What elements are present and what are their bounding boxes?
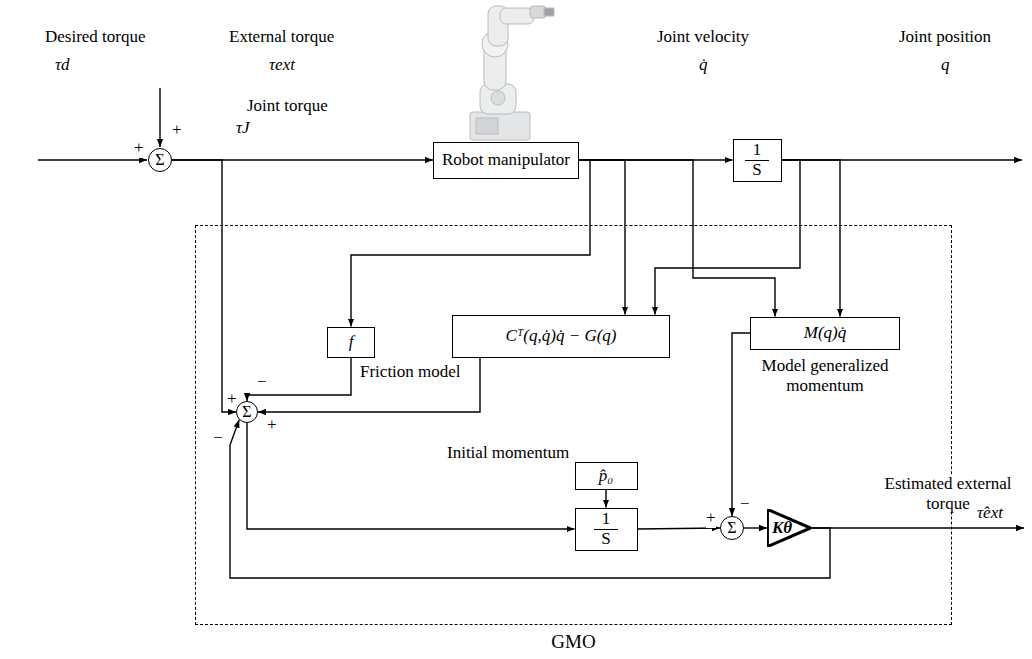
sign-label: − <box>213 428 223 448</box>
signal-connector <box>605 490 606 508</box>
signal-label: τext <box>269 55 295 75</box>
signal-label: τ̂ext <box>977 503 1003 523</box>
sign-label: + <box>172 120 182 140</box>
sign-label: + <box>706 508 716 528</box>
block-text: Robot manipulator <box>442 151 570 170</box>
signal-label: τd <box>55 55 70 75</box>
signal-connector <box>230 420 830 578</box>
signal-connector <box>732 333 750 516</box>
signal-connector <box>782 160 841 317</box>
momentum-block: M(q)q̇ <box>750 317 900 350</box>
signal-connector <box>247 423 575 529</box>
process-box: Robot manipulator <box>433 142 579 179</box>
signal-label: Desired torque <box>45 27 146 47</box>
block-text: Σ <box>727 519 736 537</box>
block-text: 1 <box>594 510 619 530</box>
signal-connector <box>638 528 721 529</box>
signal-label: q̇ <box>699 55 708 75</box>
sign-label: − <box>740 494 750 514</box>
observer-boundary: GMOfCᵀ(q,q̇)q̇ − G(q)M(q)q̇Σp̂₀1SΣKθ <box>195 225 952 625</box>
signal-label: Joint velocity <box>657 27 749 47</box>
block-text: S <box>744 161 769 180</box>
signal-connector <box>172 160 236 412</box>
signal-label: q <box>941 55 950 75</box>
block-text: 1 <box>745 141 770 161</box>
block-text: p̂₀ <box>599 467 613 486</box>
signal-label: Model generalized momentum <box>755 356 895 395</box>
summing-junction: Σ <box>720 516 744 540</box>
input-line <box>38 159 147 160</box>
block-text: Cᵀ(q,q̇)q̇ − G(q) <box>505 327 616 346</box>
signal-connector <box>258 358 480 413</box>
block-text: Σ <box>242 403 251 421</box>
integrator-block: 1S <box>733 139 782 182</box>
friction-block: f <box>327 327 375 358</box>
block-text: f <box>349 333 354 352</box>
block-text: Kθ <box>772 519 792 538</box>
gain-triangle: Kθ <box>767 509 811 547</box>
sign-label: − <box>257 372 267 392</box>
group-title: GMO <box>551 632 595 653</box>
signal-connector <box>579 160 775 317</box>
initial-value-block: p̂₀ <box>575 462 638 490</box>
signal-connector <box>579 160 625 315</box>
summing-junction: Σ <box>236 401 258 423</box>
block-text: S <box>593 530 618 549</box>
input-line <box>159 88 160 147</box>
signal-label: Initial momentum <box>447 443 569 463</box>
dynamics-block: Cᵀ(q,q̇)q̇ − G(q) <box>452 315 670 358</box>
signal-connector <box>655 160 800 315</box>
robot-illustration <box>440 0 570 142</box>
integrator-block: 1S <box>575 508 638 551</box>
signal-label: Joint position <box>899 27 991 47</box>
signal-connector <box>247 358 351 402</box>
signal-connector <box>744 527 767 528</box>
output-line <box>810 527 1024 528</box>
signal-label: τJ <box>236 118 250 138</box>
sign-label: + <box>227 389 237 409</box>
signal-connector <box>351 160 590 327</box>
sign-label: + <box>267 415 277 435</box>
sign-label: + <box>134 138 144 158</box>
signal-lines <box>38 88 1024 528</box>
block-text: M(q)q̇ <box>804 324 846 343</box>
signal-label: Joint torque <box>247 96 328 116</box>
block-text: Σ <box>155 151 164 169</box>
signal-label: Friction model <box>360 362 461 382</box>
signal-label: External torque <box>229 27 334 47</box>
summing-junction: Σ <box>148 148 172 172</box>
